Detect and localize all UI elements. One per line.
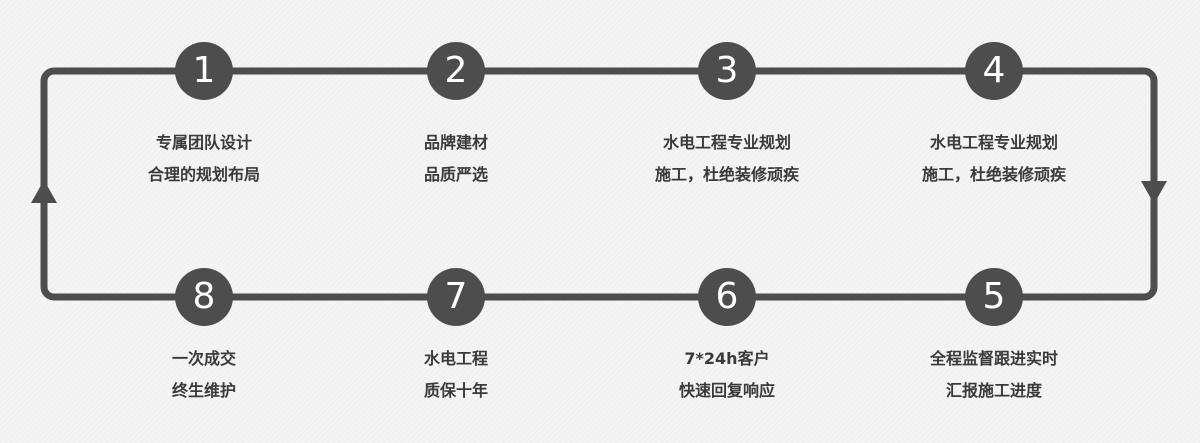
step-5-line2: 汇报施工进度 xyxy=(945,381,1042,400)
step-1-line1: 专属团队设计 xyxy=(155,133,252,152)
step-8-circle: 8 xyxy=(175,268,233,326)
step-3-line1: 水电工程专业规划 xyxy=(662,133,791,152)
step-6-circle: 6 xyxy=(698,268,756,326)
step-2-line2: 品质严选 xyxy=(423,165,488,184)
step-7-text: 水电工程 质保十年 xyxy=(336,343,576,407)
step-4-text: 水电工程专业规划 施工，杜绝装修顽疾 xyxy=(874,127,1114,191)
step-2-line1: 品牌建材 xyxy=(423,133,488,152)
step-4-line1: 水电工程专业规划 xyxy=(929,133,1058,152)
step-2-circle: 2 xyxy=(427,42,485,100)
step-8-line1: 一次成交 xyxy=(171,349,236,368)
arrow-up-icon xyxy=(31,180,57,203)
step-6-text: 7*24h客户 快速回复响应 xyxy=(607,343,847,407)
step-7-line2: 质保十年 xyxy=(423,381,488,400)
step-8-text: 一次成交 终生维护 xyxy=(84,343,324,407)
step-3-text: 水电工程专业规划 施工，杜绝装修顽疾 xyxy=(607,127,847,191)
arrow-down-icon xyxy=(1141,181,1167,204)
step-4-circle: 4 xyxy=(965,42,1023,100)
step-1-text: 专属团队设计 合理的规划布局 xyxy=(84,127,324,191)
step-7-line1: 水电工程 xyxy=(423,349,488,368)
step-8-line2: 终生维护 xyxy=(171,381,236,400)
step-7-circle: 7 xyxy=(427,268,485,326)
step-3-circle: 3 xyxy=(698,42,756,100)
step-5-circle: 5 xyxy=(965,268,1023,326)
step-6-line2: 快速回复响应 xyxy=(678,381,775,400)
step-5-line1: 全程监督跟进实时 xyxy=(929,349,1058,368)
step-5-text: 全程监督跟进实时 汇报施工进度 xyxy=(874,343,1114,407)
step-3-line2: 施工，杜绝装修顽疾 xyxy=(654,165,799,184)
step-4-line2: 施工，杜绝装修顽疾 xyxy=(921,165,1066,184)
step-6-line1: 7*24h客户 xyxy=(684,349,770,368)
step-1-circle: 1 xyxy=(175,42,233,100)
step-1-line2: 合理的规划布局 xyxy=(147,165,260,184)
step-2-text: 品牌建材 品质严选 xyxy=(336,127,576,191)
